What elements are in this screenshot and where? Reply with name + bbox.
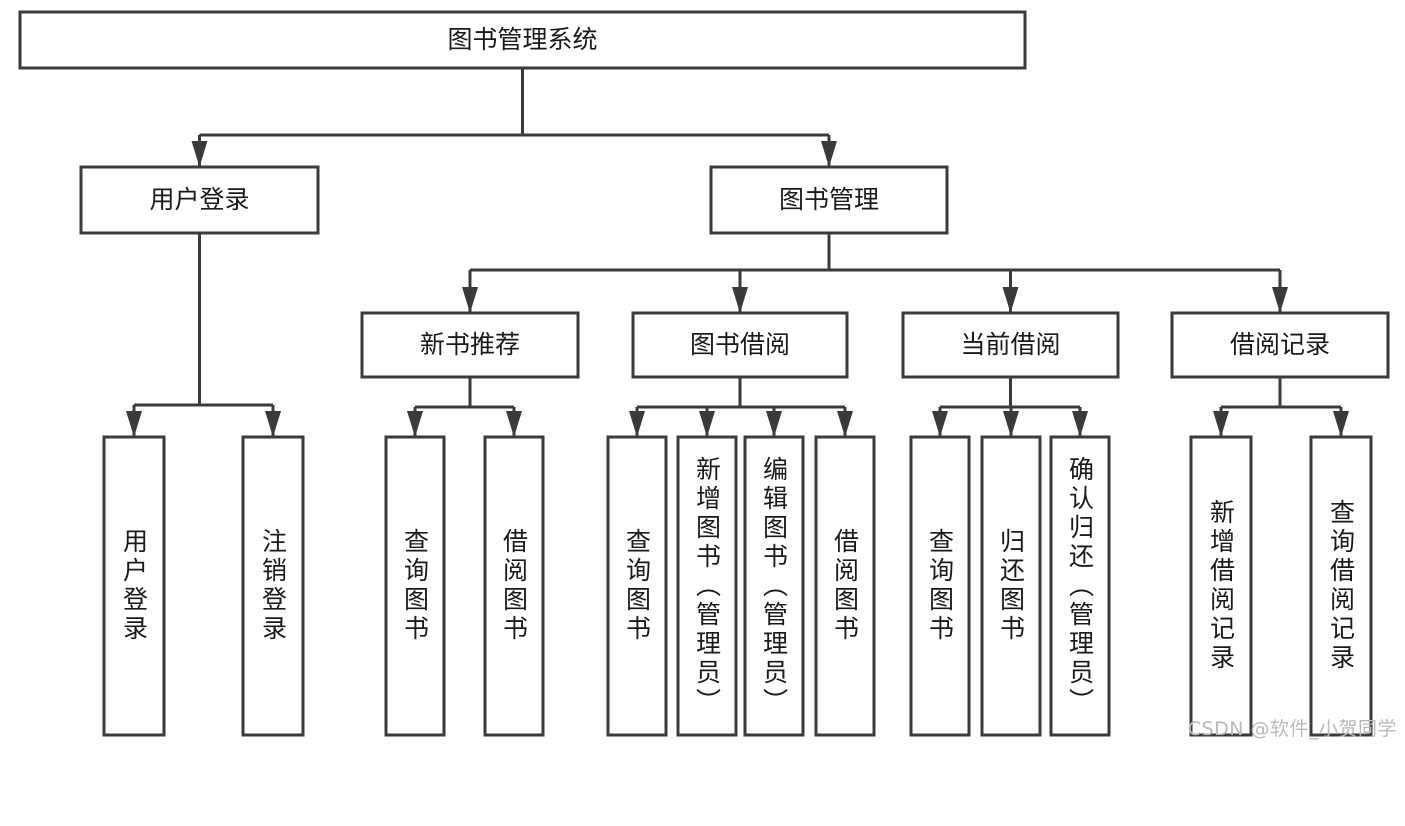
borrow-arrow-icon-3	[837, 411, 853, 437]
current-arrow-icon-2	[1072, 411, 1088, 437]
node-level2-label-1: 图书管理	[779, 185, 879, 214]
book-mgmt-arrow-icon-0	[462, 287, 478, 313]
node-leaf-box-3[interactable]	[483, 435, 545, 737]
node-leaf-box-2[interactable]	[384, 435, 446, 737]
node-leaf-box-9[interactable]	[980, 435, 1042, 737]
node-root-box[interactable]	[18, 10, 1027, 70]
user-login-arrow-icon-0	[126, 411, 142, 437]
records-arrow-icon-0	[1213, 411, 1229, 437]
node-level3-label-2: 当前借阅	[960, 330, 1060, 359]
node-level2-label-0: 用户登录	[149, 185, 249, 214]
new-book-arrow-icon-0	[407, 411, 423, 437]
node-leaf-box-7[interactable]	[814, 435, 876, 737]
node-leaf-box-11[interactable]	[1189, 435, 1253, 737]
book-mgmt-arrow-icon-3	[1272, 287, 1288, 313]
hierarchy-diagram: 图书管理系统用户登录图书管理新书推荐图书借阅当前借阅借阅记录 用户登录注销登录查…	[18, 10, 1397, 740]
user-login-arrow-icon-1	[265, 411, 281, 437]
connector-layer	[126, 68, 1349, 437]
book-mgmt-arrow-icon-2	[1002, 287, 1019, 313]
watermark-text: CSDN @软件_小贺同学	[1187, 718, 1397, 740]
node-level3-label-1: 图书借阅	[690, 330, 790, 359]
current-arrow-icon-0	[932, 411, 948, 437]
records-arrow-icon-1	[1333, 411, 1349, 437]
current-arrow-icon-1	[1003, 411, 1019, 437]
node-leaf-box-6[interactable]	[743, 435, 805, 737]
node-leaf-box-5[interactable]	[676, 435, 738, 737]
root-arrow-icon-0	[191, 141, 208, 167]
node-level3-box-1[interactable]	[631, 311, 849, 379]
root-arrow-icon-1	[821, 141, 837, 167]
node-level3-box-0[interactable]	[360, 311, 580, 379]
borrow-arrow-icon-1	[699, 411, 715, 437]
node-leaf-box-8[interactable]	[909, 435, 971, 737]
node-leaf-box-0[interactable]	[102, 435, 166, 737]
new-book-arrow-icon-1	[506, 411, 522, 437]
book-mgmt-arrow-icon-1	[732, 287, 748, 313]
node-leaf-box-4[interactable]	[606, 435, 668, 737]
node-level3-box-3[interactable]	[1170, 311, 1390, 379]
node-level3-box-2[interactable]	[901, 311, 1120, 379]
borrow-arrow-icon-2	[766, 411, 782, 437]
borrow-arrow-icon-0	[629, 411, 645, 437]
node-level2-box-1[interactable]	[709, 165, 949, 235]
node-level3-label-0: 新书推荐	[420, 330, 520, 359]
node-leaf-box-10[interactable]	[1049, 435, 1111, 737]
node-root-label: 图书管理系统	[447, 25, 597, 54]
node-leaf-box-1[interactable]	[241, 435, 305, 737]
node-level2-box-0[interactable]	[79, 165, 320, 235]
node-leaf-box-12[interactable]	[1309, 435, 1373, 737]
node-level3-label-3: 借阅记录	[1230, 330, 1330, 359]
